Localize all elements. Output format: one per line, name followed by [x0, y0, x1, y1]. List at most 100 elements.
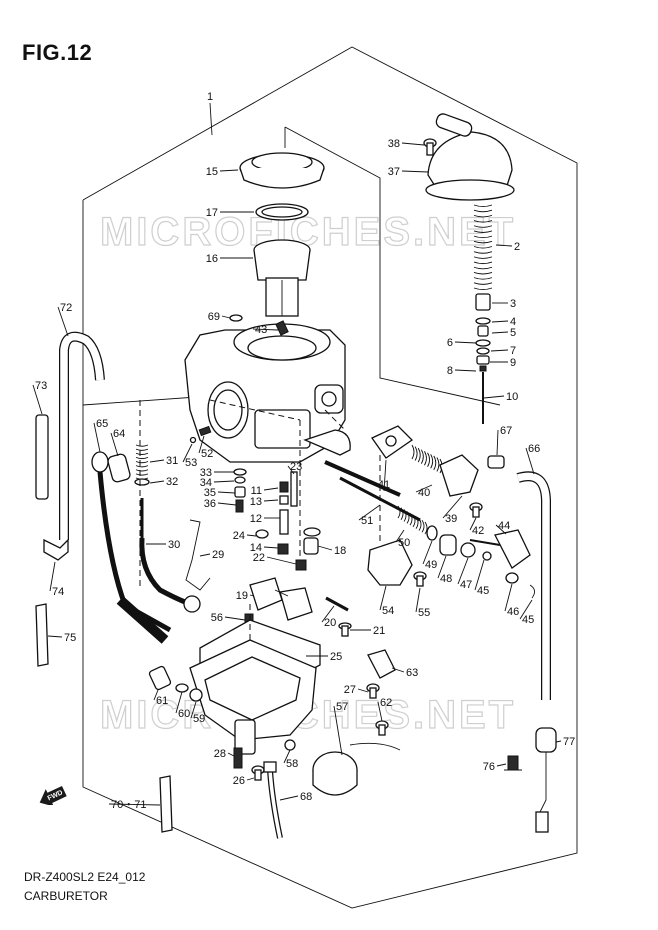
callout-p33: 33 [200, 467, 212, 479]
part-screw-28 [233, 747, 243, 769]
callout-p9: 9 [510, 357, 516, 369]
callout-p47: 47 [460, 579, 472, 591]
leader-p36 [217, 502, 237, 506]
part-screw-27 [366, 683, 380, 699]
part-spring-50 [397, 505, 428, 535]
callout-p24: 24 [233, 530, 245, 542]
callout-p77: 77 [563, 736, 575, 748]
callout-p2: 2 [514, 241, 520, 253]
part-main-jet-set [277, 481, 289, 555]
callout-p46: 46 [507, 606, 519, 618]
part-pump-body [367, 539, 413, 586]
part-22 [295, 559, 307, 571]
part-o-ring-small [229, 314, 243, 322]
part-joint-74 [43, 538, 69, 561]
callout-p25: 25 [330, 651, 342, 663]
callout-p56: 56 [211, 612, 223, 624]
part-clamp-75 [35, 603, 49, 667]
callout-p44: 44 [498, 520, 510, 532]
part-screw-42 [469, 502, 483, 518]
leader-p10 [483, 395, 505, 399]
part-throttle-valve [253, 239, 311, 317]
leader-p58 [283, 749, 291, 764]
leader-p7 [490, 349, 509, 352]
leader-p19 [249, 594, 255, 597]
figure-title: FIG.12 [22, 40, 93, 65]
leader-p75 [47, 635, 63, 638]
part-sensor-76 [504, 755, 522, 771]
callout-p49: 49 [425, 559, 437, 571]
leader-p53 [182, 443, 193, 463]
part-pilot-screw-set [233, 468, 247, 513]
callout-p69: 69 [208, 311, 220, 323]
callout-p15: 15 [206, 166, 218, 178]
part-pilot-jet [275, 320, 289, 336]
callout-p40: 40 [418, 487, 430, 499]
callout-p76: 76 [483, 761, 495, 773]
callout-p36: 36 [204, 498, 216, 510]
part-top-cover [425, 113, 515, 201]
callout-p55: 55 [418, 607, 430, 619]
part-spring-40 [411, 444, 443, 474]
leader-p51 [358, 504, 381, 521]
leader-p46 [504, 583, 513, 612]
leader-p66 [525, 447, 535, 475]
leader-p26 [246, 777, 255, 781]
leader-p48 [437, 555, 447, 579]
fwd-arrow-icon: FWD [39, 786, 67, 805]
callout-p11: 11 [251, 485, 262, 497]
leader-p67 [496, 429, 499, 456]
part-24 [255, 529, 269, 539]
callout-p73: 73 [35, 380, 47, 392]
callout-p48: 48 [440, 573, 452, 585]
callout-p37: 37 [388, 166, 400, 178]
callout-p54: 54 [382, 605, 394, 617]
leader-p28 [227, 752, 235, 757]
leader-p27 [357, 688, 369, 693]
leader-p23 [287, 465, 295, 475]
diagram-code: DR-Z400SL2 E24_012 [24, 870, 146, 884]
part-screw-62 [375, 720, 389, 736]
callout-p4: 4 [510, 316, 516, 328]
callout-p42: 42 [472, 525, 484, 537]
callout-p21: 21 [373, 625, 385, 637]
leader-p6 [454, 341, 477, 344]
leader-p49 [422, 540, 433, 565]
part-jet-52 [198, 425, 212, 437]
part-cap [239, 152, 325, 189]
callout-p5: 5 [510, 327, 516, 339]
leader-p76 [496, 763, 507, 767]
callout-p63: 63 [406, 667, 418, 679]
leader-p24 [246, 534, 257, 537]
callout-p7: 7 [510, 345, 516, 357]
leader-p60 [175, 691, 183, 714]
leader-p20 [321, 605, 335, 623]
callout-p10: 10 [506, 391, 518, 403]
diagram-caption: CARBURETOR [24, 889, 108, 903]
inner-boundary [284, 126, 501, 406]
leader-p62 [377, 701, 383, 722]
callout-p14: 14 [250, 542, 262, 554]
leader-p31 [149, 459, 165, 463]
callout-p66: 66 [528, 443, 540, 455]
callout-p43: 43 [255, 324, 267, 336]
leader-p64 [110, 432, 119, 457]
part-linkage [439, 529, 535, 599]
callout-p72: 72 [60, 302, 72, 314]
leader-p37 [401, 170, 429, 173]
leader-p32 [149, 480, 165, 484]
part-wire-29 [185, 519, 211, 591]
leader-p52 [198, 435, 205, 454]
callout-p57: 57 [336, 701, 348, 713]
callout-p23: 23 [290, 461, 302, 473]
callout-p27: 27 [344, 684, 356, 696]
part-ring [255, 203, 309, 221]
part-o-ring-58 [284, 739, 296, 751]
leader-p40 [415, 484, 433, 493]
callout-p19: 19 [236, 590, 248, 602]
leader-p5 [491, 331, 509, 334]
callout-p65: 65 [96, 418, 108, 430]
part-screw-21 [338, 622, 352, 637]
leader-p50 [395, 529, 405, 543]
part-diaphragm-housing [439, 454, 479, 497]
